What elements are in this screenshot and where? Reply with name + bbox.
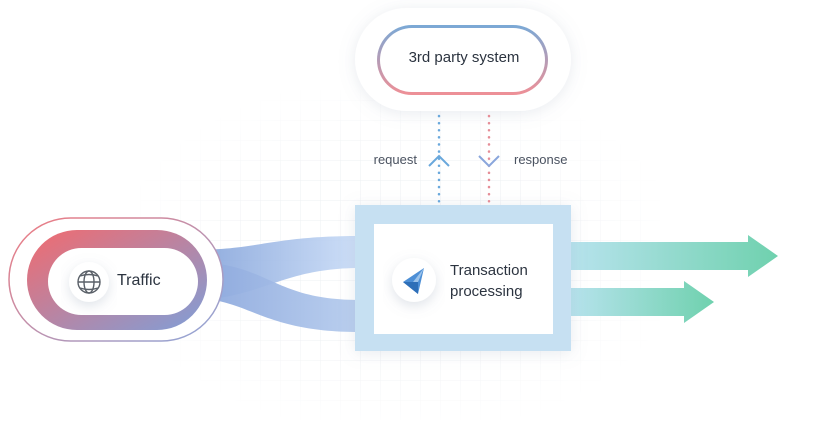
request-label: request [373, 152, 417, 167]
flow-ribbon-lower [190, 262, 360, 332]
request-arrow-up-icon [428, 154, 450, 167]
traffic-node [8, 217, 224, 342]
paper-plane-icon [403, 268, 424, 294]
third-party-label: 3rd party system [408, 49, 520, 66]
third-party-node [355, 8, 571, 111]
traffic-label: Traffic [117, 272, 161, 289]
response-label: response [514, 152, 568, 167]
globe-icon [77, 270, 101, 294]
response-connector [478, 114, 500, 204]
request-connector [428, 114, 450, 204]
output-arrow-lower [568, 281, 714, 323]
transaction-node [355, 205, 571, 351]
output-arrow-upper [568, 235, 778, 277]
response-arrow-down-icon [478, 155, 500, 168]
transaction-label: Transaction processing [450, 262, 528, 300]
